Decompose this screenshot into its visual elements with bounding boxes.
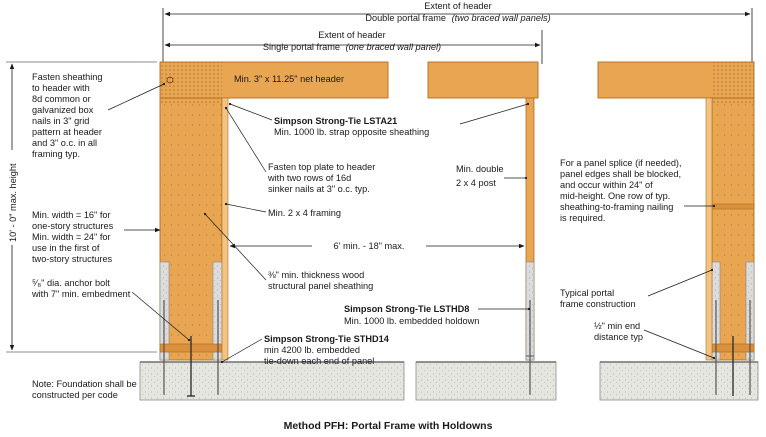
header-left bbox=[159, 61, 389, 99]
fasten-sheathing-label: Fasten sheathing to header with 8d commo… bbox=[32, 72, 105, 159]
header-center bbox=[427, 61, 539, 99]
opening-label: 6' min. - 18" max. bbox=[334, 241, 405, 251]
dimension-extent-inner: Extent of header Single portal frame (on… bbox=[164, 30, 543, 64]
header-label: Min. 3" x 11.25" net header bbox=[234, 74, 344, 84]
foundation-left bbox=[139, 361, 405, 401]
foundation-right bbox=[599, 361, 759, 401]
double-post-label: Min. double 2 x 4 post bbox=[456, 164, 506, 188]
leader-top-plate bbox=[224, 106, 267, 173]
framing-label: Min. 2 x 4 framing bbox=[268, 208, 341, 218]
leader-sheathing bbox=[203, 212, 267, 281]
diagram-caption: Method PFH: Portal Frame with Holdowns bbox=[284, 420, 493, 432]
svg-text:Single portal frame (one: Single portal frame (one braced wall pan… bbox=[263, 42, 441, 52]
dimension-height: 10' - 0" max. height bbox=[6, 61, 157, 353]
leader-typical-portal bbox=[647, 268, 714, 297]
anchor-bolt-label: ⁵⁄₈" dia. anchor bolt with 7" min. embed… bbox=[31, 278, 131, 299]
leader-framing bbox=[224, 202, 267, 213]
sthd14-title: Simpson Strong-Tie STHD14 bbox=[264, 334, 390, 344]
svg-text:Double portal frame (two: Double portal frame (two braced wall pan… bbox=[365, 13, 550, 23]
leader-end-distance bbox=[643, 329, 716, 360]
single-portal-label: Single portal frame bbox=[263, 42, 340, 52]
extent-header-outer-label: Extent of header bbox=[424, 1, 491, 11]
min-width-label: Min. width = 16" for one-story structure… bbox=[32, 210, 116, 264]
center-double-post bbox=[525, 97, 535, 395]
dimension-extent-outer: Extent of header Double portal frame (tw… bbox=[162, 1, 753, 64]
right-portal-panel bbox=[711, 97, 755, 396]
sthd14-desc: min 4200 lb. embedded tie-down each end … bbox=[264, 345, 374, 366]
lsthd8-title: Simpson Strong-Tie LSTHD8 bbox=[344, 304, 469, 314]
left-inner-stud bbox=[221, 97, 229, 361]
extent-header-inner-label: Extent of header bbox=[318, 30, 385, 40]
double-portal-note: (two braced wall panels) bbox=[452, 13, 551, 23]
single-portal-note: (one braced wall panel) bbox=[346, 42, 442, 52]
right-inner-stud bbox=[705, 97, 713, 361]
lsthd8-desc: Min. 1000 lb. embedded holdown bbox=[344, 316, 479, 326]
leader-sthd14 bbox=[220, 338, 263, 364]
typical-portal-label: Typical portal frame construction bbox=[560, 288, 636, 309]
leader-lsta21 bbox=[228, 102, 273, 121]
leader-fasten-sheathing bbox=[107, 82, 166, 111]
foundation-note: Note: Foundation shall be constructed pe… bbox=[32, 379, 139, 400]
leader-anchor-bolt bbox=[131, 291, 191, 342]
sheathing-label: ⅜" min. thickness wood structural panel … bbox=[268, 270, 373, 291]
foundation-center bbox=[415, 361, 557, 401]
lsta21-title: Simpson Strong-Tie LSTA21 bbox=[274, 116, 397, 126]
header-right bbox=[597, 61, 755, 99]
double-portal-label: Double portal frame bbox=[365, 13, 446, 23]
panel-splice-label: For a panel splice (if needed), panel ed… bbox=[560, 158, 684, 223]
dimension-opening: 6' min. - 18" max. bbox=[229, 239, 525, 252]
height-label: 10' - 0" max. height bbox=[8, 163, 18, 242]
lsta21-desc: Min. 1000 lb. strap opposite sheathing bbox=[274, 127, 429, 137]
top-plate-label: Fasten top plate to header with two rows… bbox=[267, 162, 378, 194]
leader-lsta21-right bbox=[459, 102, 530, 125]
end-distance-label: ½" min end distance typ bbox=[594, 321, 643, 342]
left-portal-panel bbox=[159, 97, 223, 397]
